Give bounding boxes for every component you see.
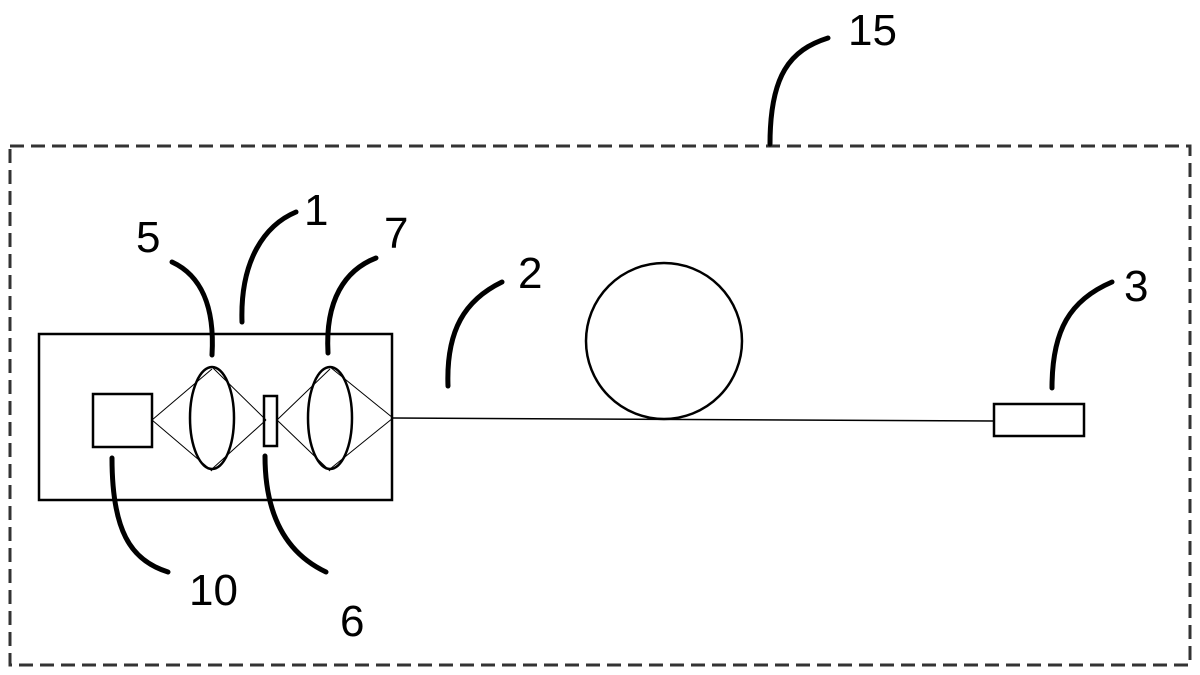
rays-source-to-lens <box>151 368 213 472</box>
leader-1 <box>239 209 299 325</box>
leader-lines <box>109 35 1115 575</box>
label-2: 2 <box>518 249 542 298</box>
label-6: 6 <box>340 597 364 646</box>
lens-second <box>306 365 354 471</box>
optical-element <box>262 394 279 448</box>
leader-2 <box>445 279 505 389</box>
label-7: 7 <box>384 209 408 258</box>
leader-3 <box>1049 279 1115 391</box>
leader-5 <box>169 259 215 358</box>
rays-element-to-lens <box>276 368 331 472</box>
leader-10 <box>109 455 171 575</box>
rays-lens-to-fiber <box>329 366 394 470</box>
leader-7 <box>325 255 379 356</box>
label-10: 10 <box>189 566 238 615</box>
end-device-box <box>992 402 1086 438</box>
leader-15 <box>767 35 831 147</box>
leader-6 <box>262 453 329 575</box>
fiber-coil <box>584 261 744 421</box>
label-5: 5 <box>136 213 160 262</box>
fiber-line <box>392 417 995 422</box>
rays-lens-to-element <box>211 366 267 470</box>
label-15: 15 <box>848 6 897 55</box>
label-3: 3 <box>1124 262 1148 311</box>
label-1: 1 <box>304 186 328 235</box>
source-square <box>91 392 154 449</box>
enclosure-dashed-box <box>8 144 1192 667</box>
